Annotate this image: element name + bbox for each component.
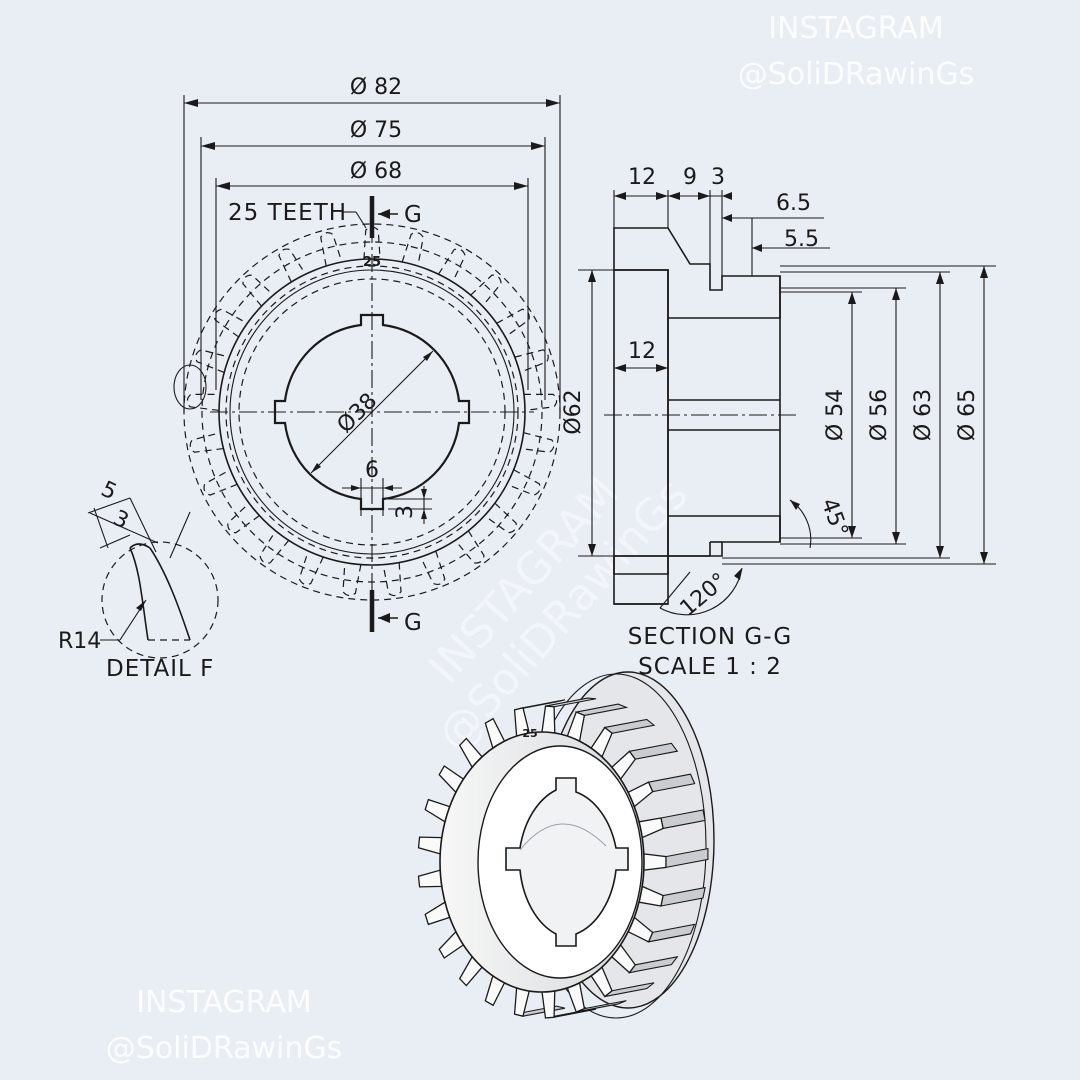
gear-tooth bbox=[523, 393, 558, 412]
detail-title: DETAIL F bbox=[106, 656, 214, 682]
gear-tooth bbox=[214, 308, 248, 338]
gear-tooth bbox=[195, 349, 230, 374]
dim-dia-68: Ø 68 bbox=[350, 159, 402, 184]
section-title: SECTION G-G bbox=[628, 624, 792, 650]
watermark-bottom: INSTAGRAM @SoliDRawinGs bbox=[106, 985, 343, 1066]
gear-tooth bbox=[203, 469, 238, 496]
dim-keyway-3: 3 bbox=[393, 505, 418, 519]
gear-tooth bbox=[186, 393, 221, 412]
iso-bore bbox=[505, 777, 629, 947]
gear-tooth bbox=[298, 550, 324, 585]
iso-gear-tooth bbox=[417, 869, 443, 888]
gear-tooth bbox=[506, 469, 541, 496]
gear-tooth bbox=[420, 550, 446, 585]
front-view: G G 25 TEETH 25 Ø 82 Ø 75 Ø 68 Ø38 bbox=[169, 75, 586, 636]
detail-f: 5 3 R14 DETAIL F bbox=[58, 477, 219, 682]
dim-dia-63: Ø 63 bbox=[911, 389, 936, 441]
tooth-flank-right bbox=[149, 547, 191, 641]
gear-tooth bbox=[438, 248, 466, 283]
gear-tooth bbox=[401, 232, 424, 267]
gear-tooth bbox=[259, 530, 290, 564]
gear-tooth bbox=[382, 562, 402, 597]
dim-hub-62: Ø62 bbox=[561, 389, 586, 434]
detail-circle bbox=[101, 541, 219, 659]
dim-offset-6-5: 6.5 bbox=[776, 191, 811, 216]
dim-width-3: 3 bbox=[711, 165, 725, 190]
bore-dim-line bbox=[310, 350, 434, 474]
watermark-top-line2: @SoliDRawinGs bbox=[738, 57, 975, 92]
dim-dia-56: Ø 56 bbox=[867, 389, 892, 441]
tooth-number-mark: 25 bbox=[363, 255, 381, 270]
gear-tooth bbox=[242, 274, 274, 307]
gear-tooth bbox=[514, 349, 549, 374]
gear-tooth bbox=[484, 502, 517, 534]
gear-tooth bbox=[189, 432, 224, 453]
iso-tooth-number: 25 bbox=[522, 727, 537, 740]
dim-angle-120: 120° bbox=[675, 568, 732, 621]
iso-gear-tooth bbox=[541, 990, 556, 1019]
section-label-top: G bbox=[404, 202, 423, 228]
detail-f-marker bbox=[173, 364, 207, 410]
tooth-flank-left bbox=[129, 547, 149, 641]
detail-radius: R14 bbox=[58, 629, 101, 654]
watermark-bottom-line1: INSTAGRAM bbox=[136, 985, 312, 1020]
gear-tooth bbox=[520, 432, 555, 453]
watermark-top-line1: INSTAGRAM bbox=[768, 11, 944, 46]
isometric-view: 25 bbox=[417, 671, 715, 1019]
dim-detail-5: 5 bbox=[97, 477, 120, 506]
gear-tooth bbox=[227, 502, 260, 534]
section-g-g: 12 9 3 6.5 5.5 12 Ø 54 Ø 56 bbox=[578, 165, 996, 680]
gear-tooth bbox=[454, 530, 485, 564]
watermark-top: INSTAGRAM @SoliDRawinGs bbox=[738, 11, 975, 92]
dim-dia-75: Ø 75 bbox=[350, 118, 402, 143]
iso-teeth-front bbox=[417, 705, 667, 1019]
dim-dia-65: Ø 65 bbox=[955, 389, 980, 441]
iso-gear-tooth bbox=[643, 853, 667, 871]
gear-tooth bbox=[496, 308, 530, 338]
dim-width-9: 9 bbox=[683, 165, 697, 190]
section-label-bottom: G bbox=[404, 610, 423, 636]
dim-dia-82: Ø 82 bbox=[350, 75, 402, 100]
gear-tooth bbox=[342, 562, 362, 597]
iso-gear-tooth bbox=[541, 705, 556, 734]
section-hatch-top bbox=[613, 227, 781, 319]
gear-tooth bbox=[278, 248, 306, 283]
gear-teeth bbox=[186, 226, 558, 597]
gear-tooth bbox=[320, 232, 343, 267]
iso-gear-tooth bbox=[417, 836, 443, 855]
watermark-bottom-line2: @SoliDRawinGs bbox=[106, 1031, 343, 1066]
dim-bore-length-12: 12 bbox=[628, 339, 656, 364]
dim-angle-45: 45° bbox=[816, 495, 853, 540]
teeth-note: 25 TEETH bbox=[228, 200, 347, 226]
section-scale: SCALE 1 : 2 bbox=[638, 654, 782, 680]
dim-dia-54: Ø 54 bbox=[823, 389, 848, 441]
dim-width-12-top: 12 bbox=[628, 165, 656, 190]
dim-bore-38: Ø38 bbox=[333, 389, 383, 439]
dim-offset-5-5: 5.5 bbox=[784, 227, 819, 252]
gear-tooth bbox=[470, 274, 502, 307]
dim-keyway-6: 6 bbox=[365, 458, 379, 483]
